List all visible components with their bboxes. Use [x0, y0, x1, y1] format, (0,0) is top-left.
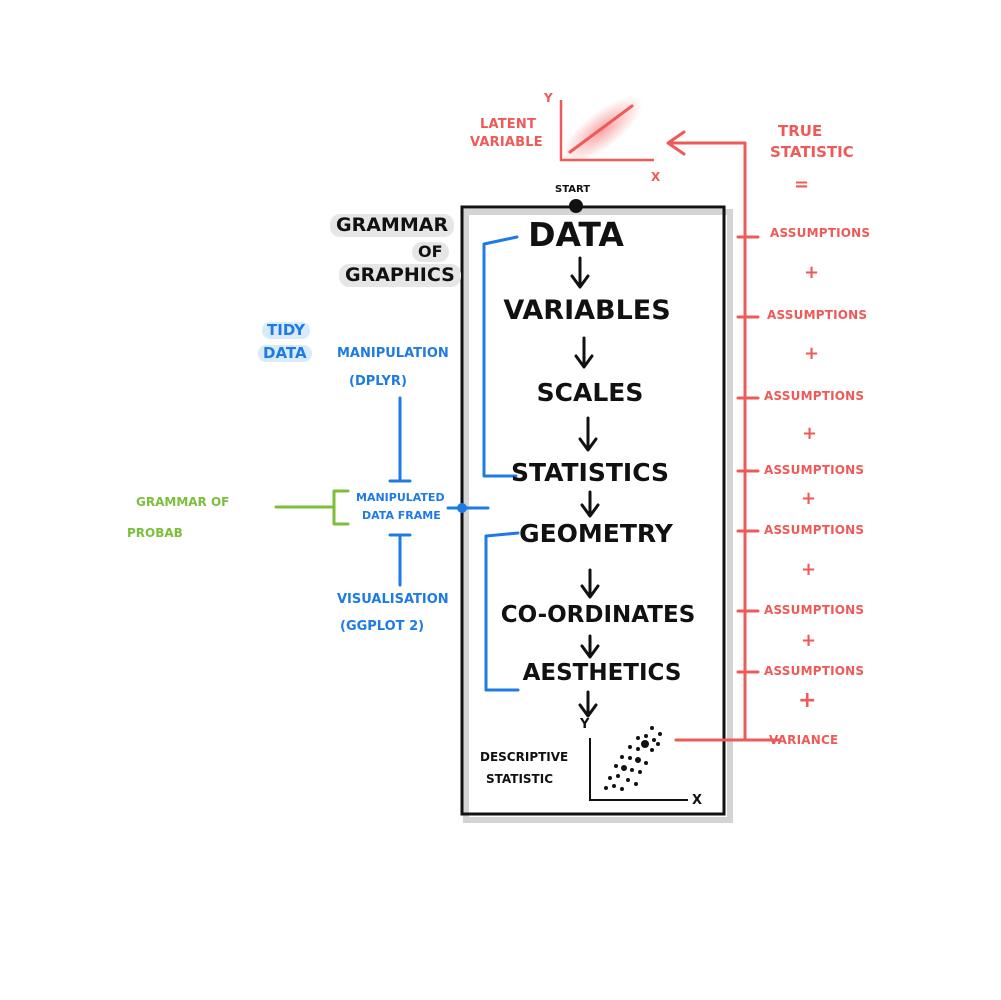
manipulation-connector — [388, 396, 412, 483]
frame-connector-dot — [457, 503, 467, 513]
plus-2: + — [804, 343, 820, 364]
assumptions-3: ASSUMPTIONS — [764, 389, 865, 403]
arrow-statistics-geometry — [580, 490, 600, 518]
arrow-geometry-coordinates — [580, 568, 600, 599]
descriptive-statistic-line2: STATISTIC — [486, 772, 554, 786]
bracket-grammar-of-graphics — [482, 235, 519, 478]
frame-shadow — [463, 209, 733, 823]
tidy-data-line2: DATA — [258, 345, 312, 362]
latent-axes — [559, 100, 654, 162]
spine-line — [668, 141, 747, 742]
grammar-of-probab-line1: GRAMMAR OF — [136, 495, 230, 509]
start-label: START — [555, 184, 591, 195]
plus-3: + — [802, 423, 818, 444]
manipulated-frame-line1: MANIPULATED — [356, 491, 445, 504]
grammar-of-probab-line2: PROBAB — [127, 526, 183, 540]
assumptions-7: ASSUMPTIONS — [764, 664, 865, 678]
equals-sign: = — [794, 174, 810, 195]
assumption-spine — [666, 130, 782, 742]
tidy-data-line1: TIDY — [262, 322, 311, 339]
manipulated-frame-line2: DATA FRAME — [362, 509, 441, 522]
assumptions-1: ASSUMPTIONS — [770, 226, 871, 240]
visualisation-line2: (GGPLOT 2) — [340, 619, 425, 634]
blue-brackets — [388, 235, 520, 692]
scatter-axes — [589, 738, 688, 801]
assumptions-4: ASSUMPTIONS — [764, 463, 865, 477]
variance-label: VARIANCE — [769, 733, 839, 747]
scatter-axis-y: Y — [580, 717, 590, 732]
plus-4: + — [801, 488, 817, 509]
plus-5: + — [801, 559, 817, 580]
arrow-aesthetics-plot — [578, 690, 598, 718]
arrow-data-variables — [570, 256, 590, 289]
manipulation-line2: (DPLYR) — [349, 374, 407, 389]
visualisation-line1: VISUALISATION — [337, 592, 449, 607]
arrow-scales-statistics — [578, 416, 598, 452]
spine-arrowhead — [666, 130, 686, 156]
assumptions-5: ASSUMPTIONS — [764, 523, 865, 537]
latent-axis-x: X — [651, 170, 661, 184]
assumptions-6: ASSUMPTIONS — [764, 603, 865, 617]
latent-label-line2: VARIABLE — [470, 135, 543, 150]
plus-6: + — [801, 630, 817, 651]
step-statistics: STATISTICS — [510, 458, 670, 487]
latent-label-line1: LATENT — [480, 117, 537, 132]
step-aesthetics: AESTHETICS — [522, 660, 682, 686]
flow-arrows — [570, 256, 600, 718]
step-variables: VARIABLES — [503, 295, 671, 326]
latent-axis-y: Y — [544, 91, 553, 105]
start-dot — [569, 199, 583, 213]
descriptive-statistic-line1: DESCRIPTIVE — [480, 750, 569, 764]
grammar-of-graphics-line1: GRAMMAR — [330, 214, 455, 237]
step-coordinates: CO-ORDINATES — [500, 602, 696, 628]
true-statistic-line2: STATISTIC — [770, 143, 854, 161]
step-data: DATA — [528, 215, 624, 254]
assumptions-2: ASSUMPTIONS — [767, 308, 868, 322]
manipulation-line1: MANIPULATION — [337, 346, 449, 361]
green-bracket — [274, 489, 350, 526]
grammar-of-graphics-line3: GRAPHICS — [339, 264, 461, 287]
arrow-coordinates-aesthetics — [580, 634, 600, 659]
true-statistic-line1: TRUE — [778, 122, 823, 140]
latent-line — [568, 104, 634, 154]
scatter-axis-x: X — [692, 793, 703, 808]
grammar-of-graphics-line2: OF — [412, 242, 449, 262]
visualisation-connector — [388, 533, 412, 587]
step-scales: SCALES — [536, 378, 644, 407]
scatter-points — [604, 726, 662, 791]
plus-7: + — [798, 688, 817, 713]
bracket-visual-stages — [484, 531, 520, 692]
step-geometry: GEOMETRY — [519, 519, 673, 548]
plus-1: + — [804, 262, 820, 283]
arrow-variables-scales — [574, 336, 594, 369]
